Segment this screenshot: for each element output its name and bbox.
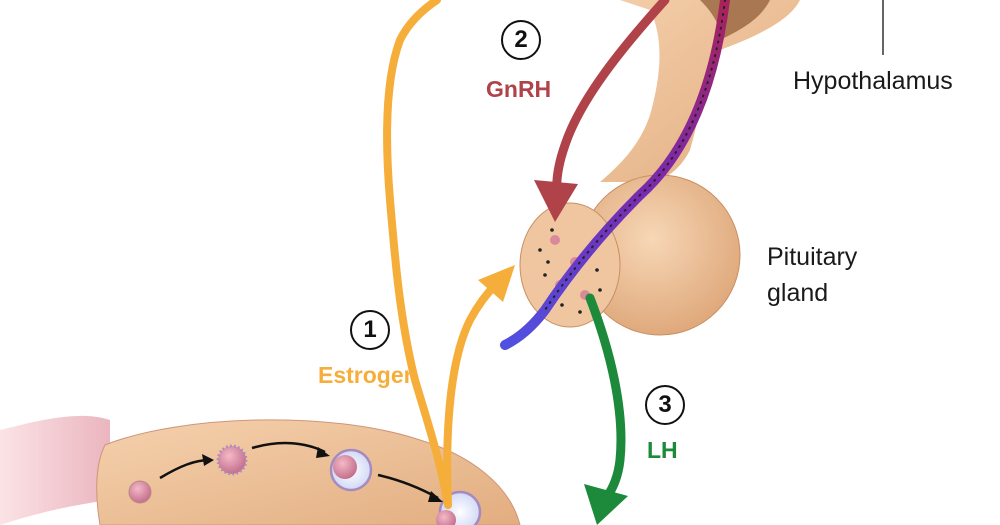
hypothalamus-label: Hypothalamus: [793, 67, 953, 95]
lh-label: LH: [647, 437, 678, 463]
step-3-badge: 3: [645, 385, 685, 425]
lh-arrow: [585, 293, 626, 503]
development-arrowheads: [202, 447, 443, 502]
gnrh-arrowhead: [534, 180, 578, 222]
estrogen-arrow-to-pituitary: [443, 278, 502, 509]
hypothalamus-tissue: [570, 0, 800, 182]
pituitary-label-line1: Pituitary: [767, 243, 858, 271]
gnrh-label: GnRH: [486, 76, 552, 102]
fallopian-tube: [0, 415, 110, 525]
hypothalamus-inner: [700, 0, 770, 40]
step-1-badge: 1: [350, 310, 390, 350]
pituitary-anterior-lobe: [519, 202, 621, 328]
step-2-badge: 2: [501, 20, 541, 60]
pituitary-label-line2: gland: [767, 279, 829, 307]
estrogen-label: Estrogen: [318, 362, 418, 388]
lh-arrowhead: [584, 484, 628, 525]
gnrh-arrow: [552, 0, 670, 197]
estrogen-arrowhead: [478, 265, 515, 302]
estrogen-arrow-loop: [383, 0, 452, 509]
